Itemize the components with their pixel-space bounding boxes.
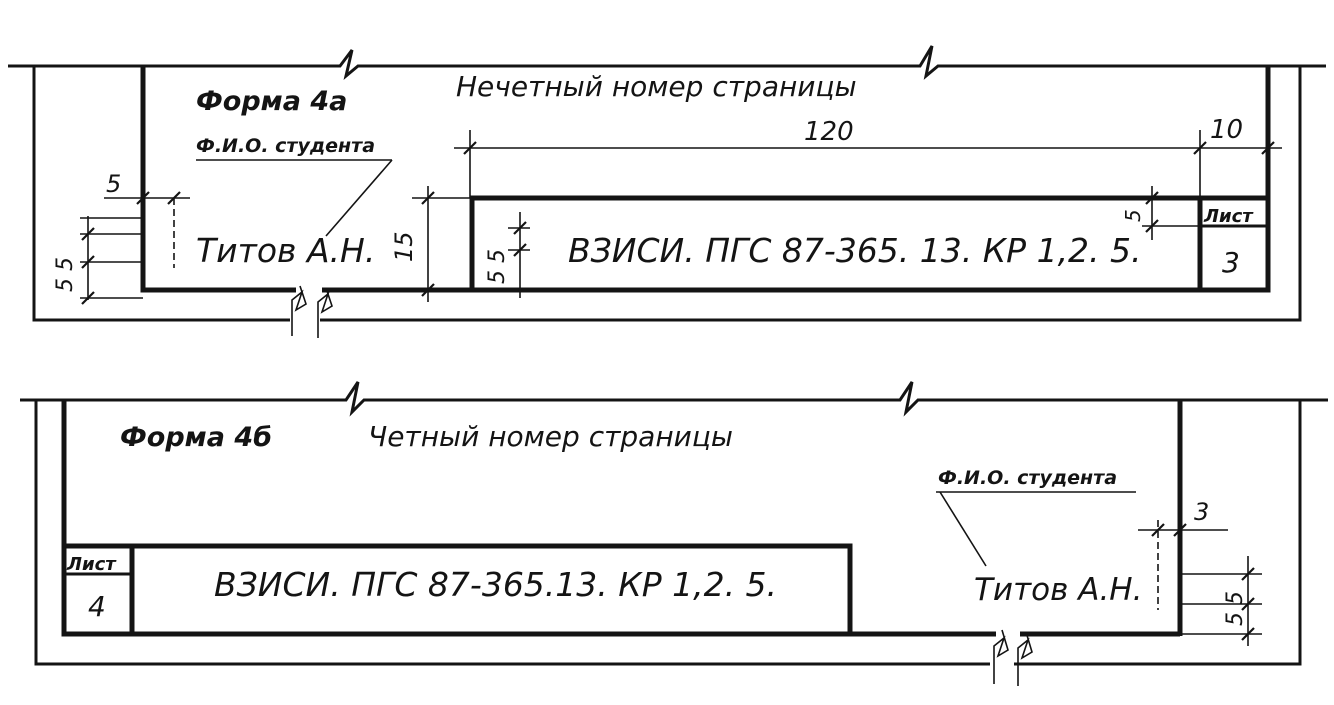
dim-designation-spacing-label: 5 5 [485,249,510,284]
form-4b-designation: ВЗИСИ. ПГС 87-365.13. КР 1,2. 5. [214,565,777,604]
dim-left-offset-label: 5 [106,170,121,198]
form-4a-heading: Нечетный номер страницы [456,70,857,103]
frame-a [140,66,296,293]
dim-line-spacing-label-b: 5 5 [1223,591,1248,626]
sheet-outline-b [34,400,990,666]
form-4b: Форма 4б Четный номер страницы Ф.И.О. ст… [20,381,1328,686]
form-4b-sheet-number: 4 [88,590,106,623]
form-4a-label: Форма 4а [196,86,347,117]
dim-width-label: 120 [804,117,854,147]
stamp-box-b [61,543,853,637]
break-mark-a [291,285,307,336]
form-4b-sheet-label: Лист [66,554,117,575]
form-4b-student-label: Ф.И.О. студента [938,467,1117,489]
dim-height-label: 15 [390,231,418,262]
break-mark-a2 [317,287,333,338]
form-4a-sheet-label: Лист [1203,206,1254,227]
leader-a [325,159,393,237]
form-4a-sheet-number: 3 [1222,246,1240,279]
sheet-outline-a [32,66,290,322]
dim-sheet-width-label: 10 [1210,115,1243,145]
break-mark-b [993,629,1009,684]
form-4b-heading: Четный номер страницы [368,420,733,453]
dim-sheet-label-height: 5 [1121,209,1145,222]
dim-line-spacing-label: 5 5 [53,257,78,292]
dim-right-offset-label: 3 [1194,498,1209,526]
leader-b [939,491,987,567]
form-4b-student-name: Титов А.Н. [974,572,1142,608]
sheet-edge-b [20,381,1328,417]
sheet-outline-b-right [1014,400,1302,666]
form-4b-label: Форма 4б [120,422,272,453]
sheet-outline-a-right [320,66,1302,322]
stamp-box-a [469,195,1271,293]
sheet-edge-a [8,45,1326,81]
form-4a-designation: ВЗИСИ. ПГС 87-365. 13. КР 1,2. 5. [568,231,1142,270]
form-4a: Форма 4а Нечетный номер страницы Ф.И.О. … [8,45,1326,338]
break-mark-b2 [1017,631,1033,686]
form-4a-student-name: Титов А.Н. [196,231,375,270]
form-4a-student-label: Ф.И.О. студента [196,135,375,157]
